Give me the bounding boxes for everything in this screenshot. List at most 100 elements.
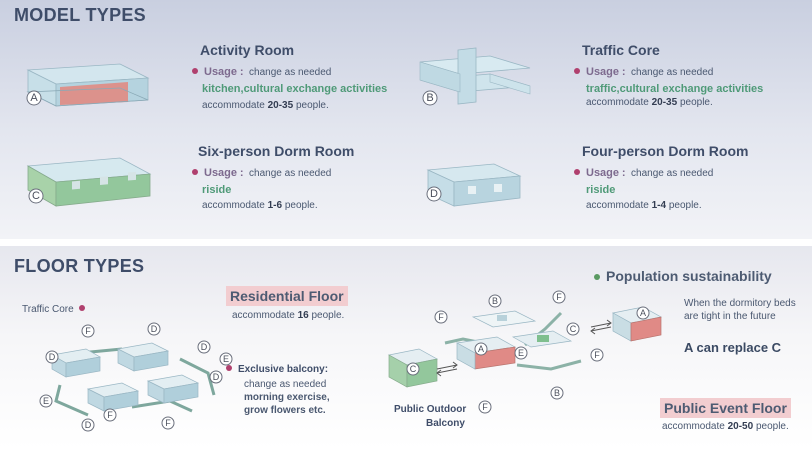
model-b-marker xyxy=(422,90,438,106)
event-marker xyxy=(552,290,566,304)
activity-room-capacity: accommodate 20-35 people. xyxy=(202,100,329,111)
residential-block xyxy=(116,342,170,372)
traffic-core-uses: traffic,cultural exchange activities xyxy=(586,83,764,95)
residential-marker xyxy=(81,324,95,338)
svg-text:F: F xyxy=(438,312,444,322)
core-module xyxy=(471,310,537,328)
four-person-dorm-uses: riside xyxy=(586,184,616,196)
svg-text:D: D xyxy=(151,324,158,334)
svg-text:A: A xyxy=(640,308,646,318)
event-marker xyxy=(566,322,580,336)
model-d-marker xyxy=(426,186,442,202)
svg-text:D: D xyxy=(201,342,208,352)
population-note-1: When the dormitory beds xyxy=(684,298,796,309)
svg-text:A: A xyxy=(478,344,484,354)
traffic-core-usage: Usage : change as needed xyxy=(574,66,713,78)
bullet-icon xyxy=(594,274,600,280)
bullet-icon xyxy=(574,169,580,175)
swap-arrow-icon xyxy=(590,319,612,335)
activity-room-uses: kitchen,cultural exchange activities xyxy=(202,83,388,95)
exclusive-balcony-uses-2: grow flowers etc. xyxy=(244,405,326,416)
svg-text:F: F xyxy=(594,350,600,360)
six-person-dorm-uses: riside xyxy=(202,184,232,196)
bullet-icon xyxy=(79,305,86,311)
residential-marker xyxy=(147,322,161,336)
public-event-floor-diagram: B F F C A A E C F F B xyxy=(387,290,663,414)
model-types-panel xyxy=(0,0,812,239)
four-person-dorm-capacity: accommodate 1-4 people. xyxy=(586,200,702,211)
bullet-icon xyxy=(574,68,580,74)
event-marker xyxy=(636,306,650,320)
four-person-dorm-usage: Usage : change as needed xyxy=(574,167,713,179)
residential-floor-diagram: D F D D E E D F D F xyxy=(39,322,233,432)
residential-block xyxy=(146,374,200,404)
exclusive-balcony-title: Exclusive balcony: xyxy=(226,364,328,375)
event-marker xyxy=(434,310,448,324)
svg-text:D: D xyxy=(49,352,56,362)
residential-floor-capacity: accommodate 16 people. xyxy=(232,310,345,321)
exclusive-balcony-uses-1: morning exercise, xyxy=(244,392,330,403)
bullet-icon xyxy=(192,68,198,74)
event-marker xyxy=(474,342,488,356)
svg-text:E: E xyxy=(223,354,229,364)
six-person-dorm-capacity: accommodate 1-6 people. xyxy=(202,200,318,211)
activity-room-model: A xyxy=(26,63,150,107)
svg-text:C: C xyxy=(570,324,577,334)
event-marker xyxy=(514,346,528,360)
population-note-2: are tight in the future xyxy=(684,311,776,322)
event-marker xyxy=(590,348,604,362)
bullet-icon xyxy=(226,365,232,371)
svg-text:E: E xyxy=(43,396,49,406)
model-a-marker xyxy=(26,90,42,106)
public-event-floor-title: Public Event Floor xyxy=(660,398,791,418)
green-module xyxy=(511,330,573,348)
residential-marker xyxy=(103,408,117,422)
residential-marker xyxy=(39,394,53,408)
model-c-marker xyxy=(28,188,44,204)
svg-text:B: B xyxy=(492,296,498,306)
floor-types-title: FLOOR TYPES xyxy=(14,256,145,276)
four-person-dorm-title: Four-person Dorm Room xyxy=(582,143,749,159)
activity-room-usage: Usage : change as needed xyxy=(192,66,331,78)
svg-text:C: C xyxy=(32,190,40,202)
traffic-core-title: Traffic Core xyxy=(582,42,660,58)
svg-text:D: D xyxy=(85,420,92,430)
public-outdoor-label-2: Balcony xyxy=(426,418,465,429)
svg-text:F: F xyxy=(556,292,562,302)
residential-block xyxy=(86,382,140,412)
replace-rule: A can replace C xyxy=(684,340,782,355)
public-event-capacity: accommodate 20-50 people. xyxy=(662,421,789,432)
traffic-core-label: Traffic Core xyxy=(22,304,91,315)
activity-a-module xyxy=(611,306,663,342)
svg-text:B: B xyxy=(554,388,560,398)
population-sustainability-title: Population sustainability xyxy=(594,268,772,284)
public-outdoor-label-1: Public Outdoor xyxy=(394,404,467,415)
event-marker xyxy=(488,294,502,308)
six-person-dorm-title: Six-person Dorm Room xyxy=(198,143,355,159)
svg-text:E: E xyxy=(518,348,524,358)
svg-text:C: C xyxy=(410,364,417,374)
svg-text:D: D xyxy=(430,188,438,200)
traffic-core-model: B xyxy=(419,47,531,106)
svg-text:B: B xyxy=(426,92,433,104)
residential-block xyxy=(50,348,102,378)
residential-marker xyxy=(161,416,175,430)
svg-text:F: F xyxy=(482,402,488,412)
traffic-core-capacity: accommodate 20-35 people. xyxy=(586,97,713,108)
residential-floor-title: Residential Floor xyxy=(226,286,348,306)
svg-text:D: D xyxy=(213,372,220,382)
exclusive-balcony-change: change as needed xyxy=(244,379,327,390)
swap-arrow-icon xyxy=(436,361,458,377)
residential-marker xyxy=(197,340,211,354)
svg-text:F: F xyxy=(85,326,91,336)
svg-text:F: F xyxy=(165,418,171,428)
event-marker xyxy=(550,386,564,400)
residential-marker xyxy=(45,350,59,364)
six-person-dorm-usage: Usage : change as needed xyxy=(192,167,331,179)
event-marker xyxy=(478,400,492,414)
event-marker xyxy=(406,362,420,376)
activity-room-title: Activity Room xyxy=(200,42,295,58)
svg-text:F: F xyxy=(107,410,113,420)
six-person-dorm-model: C xyxy=(26,157,152,207)
residential-marker xyxy=(81,418,95,432)
